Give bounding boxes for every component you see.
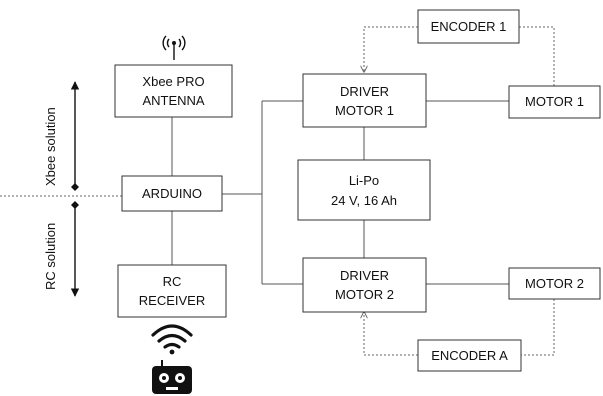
rc-arrow-diamond: [71, 201, 79, 209]
rc-label-line1: RC: [163, 274, 182, 289]
rc-receiver-block: RC RECEIVER: [117, 264, 227, 318]
motor-1-label: MOTOR 1: [525, 94, 584, 109]
connections: [171, 26, 555, 356]
motor2-encodera-feedback: [521, 299, 555, 356]
rc-label-line2: RECEIVER: [139, 293, 205, 308]
driver1-label-line1: DRIVER: [340, 84, 389, 99]
driver-motor-1-block: DRIVER MOTOR 1: [302, 73, 427, 128]
motor1-encoder1-feedback: [519, 26, 555, 86]
solution-divider: Xbee solution RC solution: [0, 81, 122, 297]
arduino-label: ARDUINO: [142, 186, 202, 201]
encoder-1-block: ENCODER 1: [417, 9, 520, 44]
encoder-a-label: ENCODER A: [431, 348, 508, 363]
lipo-battery-block: Li-Po 24 V, 16 Ah: [297, 159, 431, 221]
motor-2-block: MOTOR 2: [508, 267, 601, 300]
xbee-arrow-diamond: [71, 183, 79, 191]
xbee-label-line2: ANTENNA: [142, 93, 204, 108]
motor-1-block: MOTOR 1: [508, 85, 601, 119]
driver1-label-line2: MOTOR 1: [335, 103, 394, 118]
encodera-driver2-feedback: [364, 312, 418, 356]
lipo-label-line1: Li-Po: [349, 173, 379, 188]
motor-2-label: MOTOR 2: [525, 276, 584, 291]
xbee-antenna-block: Xbee PRO ANTENNA: [114, 64, 233, 118]
encoder-a-block: ENCODER A: [417, 339, 522, 372]
encoder-1-label: ENCODER 1: [431, 19, 507, 34]
arduino-block: ARDUINO: [121, 175, 223, 212]
remote-controller-icon: [152, 360, 192, 394]
xbee-label-line1: Xbee PRO: [142, 74, 204, 89]
wifi-icon: [151, 324, 193, 355]
driver2-label-line2: MOTOR 2: [335, 287, 394, 302]
lipo-label-line2: 24 V, 16 Ah: [331, 193, 397, 208]
rc-solution-label: RC solution: [43, 223, 58, 290]
encoder1-driver1-feedback: [364, 26, 418, 72]
driver2-label-line1: DRIVER: [340, 268, 389, 283]
driver-motor-2-block: DRIVER MOTOR 2: [302, 257, 427, 313]
xbee-solution-label: Xbee solution: [43, 107, 58, 186]
antenna-icon: [162, 35, 186, 60]
